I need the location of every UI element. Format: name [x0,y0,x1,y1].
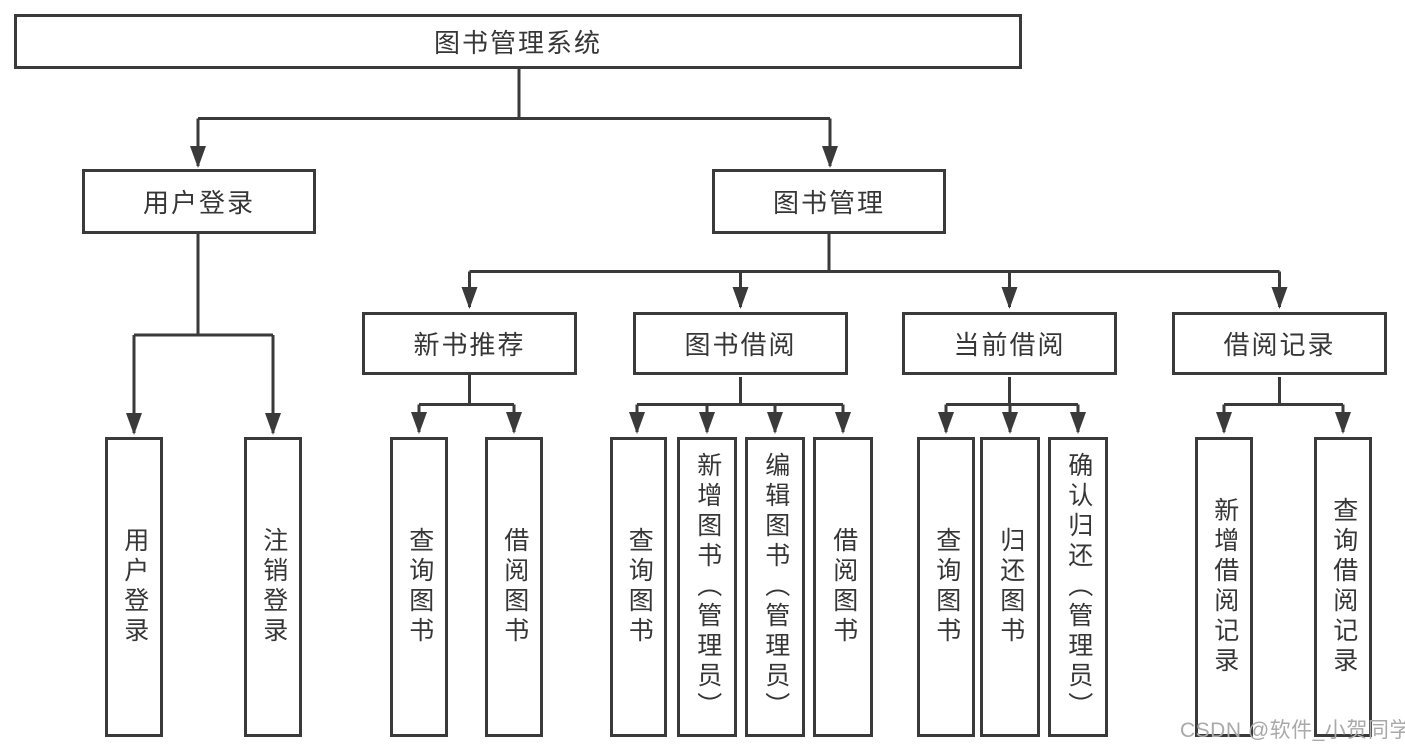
leaf-add-book-admin-label: 新增图书（管理员） [693,452,722,722]
node-current-borrow: 当前借阅 [902,312,1117,375]
node-borrow-records: 借阅记录 [1172,312,1387,375]
node-book-management-label: 图书管理 [772,188,885,218]
leaf-query-books-2: 查询图书 [610,437,667,737]
leaf-query-borrow-record: 查询借阅记录 [1314,437,1372,737]
leaf-confirm-return-admin: 确认归还（管理员） [1048,437,1108,737]
node-current-borrow-label: 当前借阅 [953,330,1066,360]
leaf-query-books-1-label: 查询图书 [405,527,434,647]
leaf-user-login-label: 用户登录 [120,527,149,647]
connector-arrows [126,118,1351,435]
node-root: 图书管理系统 [14,14,1022,69]
leaf-add-borrow-record-label: 新增借阅记录 [1210,497,1239,677]
leaf-borrow-books-1: 借阅图书 [485,437,543,737]
leaf-edit-book-admin: 编辑图书（管理员） [745,437,805,737]
leaf-query-books-3-label: 查询图书 [932,527,961,647]
node-new-book-recommend: 新书推荐 [362,312,577,375]
watermark: CSDN @软件_小贺同学 [1180,719,1405,742]
leaf-return-book-label: 归还图书 [996,527,1025,647]
leaf-borrow-books-2: 借阅图书 [813,437,873,737]
node-borrow-records-label: 借阅记录 [1223,330,1336,360]
node-new-book-recommend-label: 新书推荐 [413,330,526,360]
node-book-management: 图书管理 [712,169,946,234]
leaf-confirm-return-admin-label: 确认归还（管理员） [1064,452,1093,722]
node-user-login-label: 用户登录 [142,188,255,218]
leaf-return-book: 归还图书 [980,437,1040,737]
leaf-add-book-admin: 新增图书（管理员） [677,437,737,737]
node-book-borrow: 图书借阅 [633,312,848,375]
node-user-login: 用户登录 [82,169,316,234]
leaf-borrow-books-1-label: 借阅图书 [500,527,529,647]
leaf-logout-label: 注销登录 [259,527,288,647]
leaf-borrow-books-2-label: 借阅图书 [829,527,858,647]
leaf-query-books-2-label: 查询图书 [625,527,654,647]
leaf-logout: 注销登录 [244,437,302,737]
leaf-query-borrow-record-label: 查询借阅记录 [1329,497,1358,677]
node-book-borrow-label: 图书借阅 [684,330,797,360]
leaf-query-books-1: 查询图书 [390,437,448,737]
leaf-edit-book-admin-label: 编辑图书（管理员） [761,452,790,722]
node-root-label: 图书管理系统 [433,28,602,58]
connector-trunks [134,68,1343,406]
leaf-query-books-3: 查询图书 [917,437,975,737]
leaf-user-login: 用户登录 [105,437,163,737]
leaf-add-borrow-record: 新增借阅记录 [1195,437,1253,737]
